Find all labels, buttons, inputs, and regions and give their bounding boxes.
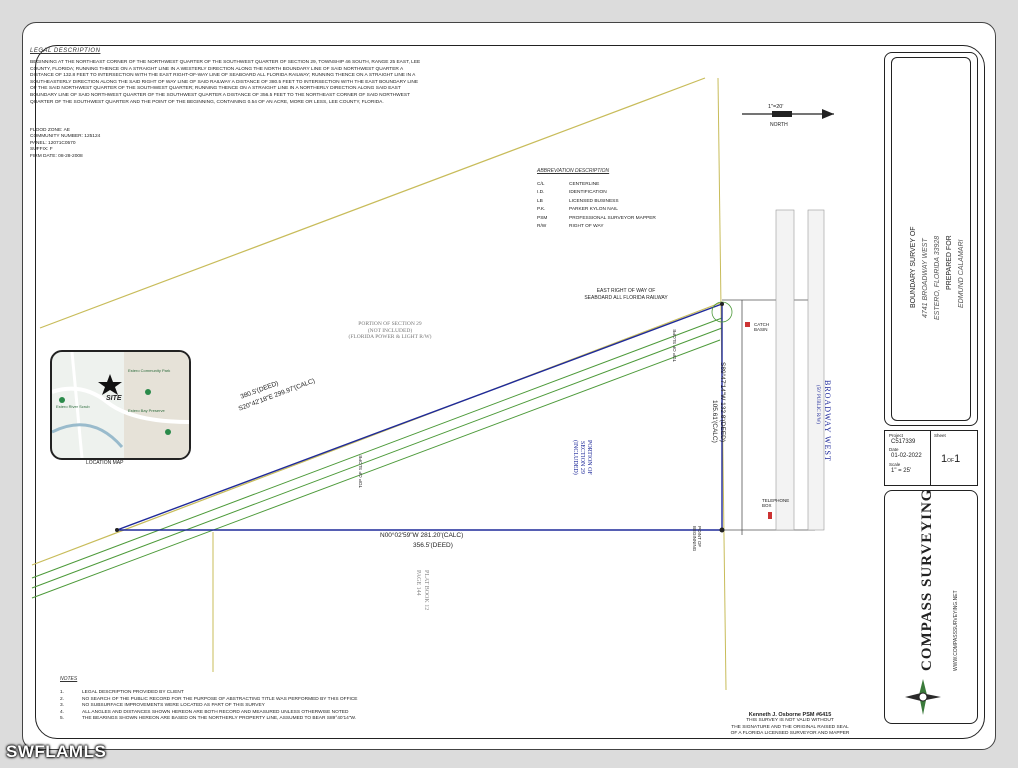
map-site-label: SITE	[106, 395, 122, 402]
legal-description-heading: LEGAL DESCRIPTION	[30, 48, 101, 54]
note-item: 4.ALL ANGLES AND DISTANCES SHOWN HEREON …	[60, 709, 349, 715]
survey-type: BOUNDARY SURVEY OF	[910, 226, 917, 308]
project-number: C517339	[891, 439, 916, 445]
site-star-icon	[98, 374, 122, 395]
company-block: COMPASS SURVEYING WWW.COMPASSSURVEYING.N…	[884, 488, 978, 724]
road-pavement	[775, 209, 825, 531]
top-of-slope-label: TOP OF SLOPE	[672, 329, 677, 362]
legal-description-text: BEGINNING AT THE NORTHEAST CORNER OF THE…	[30, 60, 421, 105]
company-name: COMPASS SURVEYING	[919, 488, 935, 671]
project-label: Project	[889, 433, 904, 438]
drawing-scale: 1" = 25'	[891, 468, 912, 474]
project-info-block: Project C517339 Date 01-02-2022 Scale 1"…	[884, 430, 978, 486]
railway-row-line-south	[31, 302, 721, 566]
map-label-1: Estero River Scrub	[56, 404, 90, 409]
signature-block: Kenneth J. Osborne PSM #6415 THIS SURVEY…	[700, 712, 880, 738]
road-name: BROADWAY WEST	[823, 380, 832, 462]
road-right-of-way: (50' PUBLIC R/W)	[815, 385, 820, 424]
slope-line-2	[31, 327, 723, 589]
abbreviation-heading: ABBREVIATION DESCRIPTION	[537, 168, 610, 174]
north-label: NORTH	[770, 122, 788, 128]
panel: PANEL: 12071C0570	[30, 140, 76, 146]
abbreviation-row: P.K.PARKER KYLON NAIL	[537, 207, 618, 213]
location-map: SITE Estero River Scrub Estero Community…	[50, 350, 191, 460]
client-name: EDMUND CALAMARI	[958, 239, 965, 308]
address-line-1: 4741 BROADWAY WEST	[922, 238, 929, 318]
catch-basin-marker	[745, 322, 750, 327]
firm-date: FIRM DATE: 08-28-2008	[30, 153, 83, 159]
note-item: 3.NO SUBSURFACE IMPROVEMENTS WERE LOCATE…	[60, 703, 265, 709]
date-label: Date	[889, 447, 899, 452]
location-map-graphic	[52, 352, 189, 458]
notes-heading: NOTES	[60, 676, 78, 682]
abbreviation-row: I.D.IDENTIFICATION	[537, 190, 607, 196]
top-of-slope-label-2: TOP OF SLOPE	[358, 455, 363, 488]
telephone-box-marker	[768, 512, 772, 519]
title-block: BOUNDARY SURVEY OF 4741 BROADWAY WEST ES…	[884, 52, 978, 426]
note-item: 2.NO SEARCH OF THE PUBLIC RECORD FOR THE…	[60, 696, 358, 702]
prepared-for-label: PREPARED FOR	[946, 235, 953, 290]
mls-watermark: SWFLAMLS	[6, 742, 107, 761]
scale-note: 1"=20'	[768, 104, 784, 110]
map-label-2: Estero Community Park	[128, 368, 171, 373]
compass-logo-icon	[905, 679, 941, 715]
title-block-inner: BOUNDARY SURVEY OF 4741 BROADWAY WEST ES…	[891, 57, 971, 421]
corner-monument-w	[115, 528, 119, 532]
slope-line-1	[31, 317, 723, 579]
flood-info: FLOOD ZONE: AE COMMUNITY NUMBER: 125124 …	[30, 128, 100, 160]
sheet-number: 1OF1	[941, 453, 961, 465]
property-boundary	[116, 302, 723, 531]
corner-monument-ne	[720, 302, 724, 306]
slope-line-3	[31, 339, 721, 599]
corner-monument-pob	[719, 527, 725, 533]
note-item: 5.THE BEARINGS SHOWN HEREON ARE BASED ON…	[60, 716, 357, 722]
bearing-east-calc: 105.61'(CALC)	[711, 400, 718, 443]
community-number: COMMUNITY NUMBER: 125124	[30, 134, 101, 140]
railway-row-line-north	[39, 77, 706, 329]
flood-zone: FLOOD ZONE: AE	[30, 128, 70, 133]
notes-list: 1.LEGAL DESCRIPTION PROVIDED BY CLIENT 2…	[60, 690, 358, 723]
surveyor-name: Kenneth J. Osborne PSM #6415	[748, 712, 832, 718]
location-map-caption: LOCATION MAP	[86, 460, 124, 466]
bearing-east-deed: S89°47'14"W 132.8'(DEED)	[719, 362, 726, 443]
scale-label: Scale	[889, 462, 901, 467]
suffix: SUFFIX: F	[30, 147, 53, 153]
north-arrow-icon	[742, 109, 834, 119]
bearing-south-deed: 356.5'(DEED)	[413, 542, 453, 549]
address-line-2: ESTERO, FLORIDA 33928	[934, 235, 941, 320]
sheet-label: Sheet	[934, 433, 946, 438]
sheet-border	[35, 45, 985, 739]
survey-date: 01-02-2022	[891, 453, 922, 459]
company-website: WWW.COMPASSSURVEYING.NET	[953, 590, 959, 671]
map-label-3: Estero Bay Preserve	[128, 408, 165, 413]
portion-excluded-label: PORTION OF SECTION 29(NOT INCLUDED)(FLOR…	[348, 321, 432, 341]
note-item: 1.LEGAL DESCRIPTION PROVIDED BY CLIENT	[60, 690, 184, 695]
bearing-south-calc: N00°02'59"W 281.20'(CALC)	[380, 532, 464, 539]
